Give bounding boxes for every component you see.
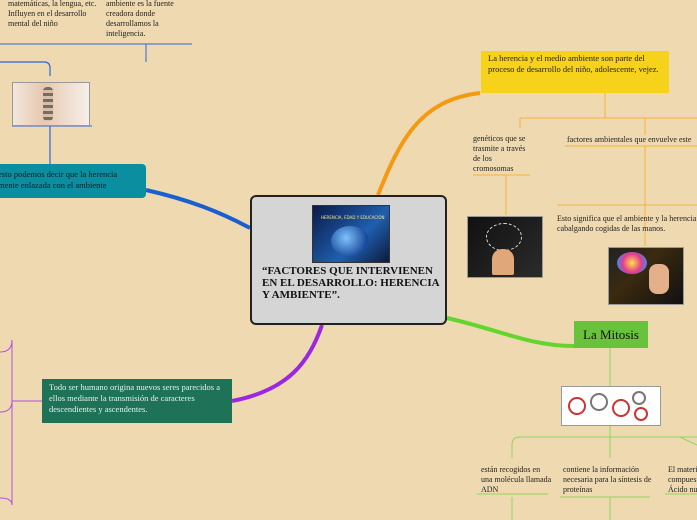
cell-icon-2 xyxy=(590,393,608,411)
light-burst-icon xyxy=(617,252,647,274)
top-left-text-1: matemáticas, la lengua, etc. Influyen en… xyxy=(8,0,97,28)
globe-icon xyxy=(331,226,369,256)
central-image: HERENCIA, EDAD Y EDUCACIÓN xyxy=(312,205,390,263)
child-colors-image[interactable] xyxy=(608,247,684,305)
teal-node[interactable]: esto podemos decir que la herencia mente… xyxy=(0,164,146,198)
env-meaning-text: Esto significa que el ambiente y la here… xyxy=(557,214,697,233)
face-dna-image[interactable] xyxy=(12,82,90,126)
dna-strand-icon xyxy=(43,87,53,121)
adn-text: están recogidos en una molécula llamada … xyxy=(481,465,552,494)
child-face-icon-2 xyxy=(649,264,669,294)
mitosis-node[interactable]: La Mitosis xyxy=(574,321,648,348)
genetic-text: genéticos que se trasmite a través de lo… xyxy=(473,134,526,173)
env-factors-text: factores ambientales que envuelve este xyxy=(567,135,692,144)
central-image-caption: HERENCIA, EDAD Y EDUCACIÓN xyxy=(321,215,385,220)
child-face-icon xyxy=(492,249,514,275)
child-brain-image[interactable] xyxy=(467,216,543,278)
cell-icon-1 xyxy=(568,397,586,415)
protein-text: contiene la información necesaria para l… xyxy=(563,465,652,494)
cell-icon-3 xyxy=(612,399,630,417)
heritage-environment-node[interactable]: La herencia y el medio ambiente son part… xyxy=(481,51,669,93)
central-title: “FACTORES QUE INTERVIENEN EN EL DESARROL… xyxy=(262,265,439,301)
cell-icon-4 xyxy=(632,391,646,405)
top-left-text-2: ambiente es la fuente creadora donde des… xyxy=(106,0,174,38)
central-topic[interactable]: HERENCIA, EDAD Y EDUCACIÓN “FACTORES QUE… xyxy=(250,195,447,325)
brain-icon xyxy=(486,223,522,251)
cell-icon-5 xyxy=(634,407,648,421)
material-text: El material compuesto Ácido nu xyxy=(668,465,697,494)
heredity-node[interactable]: Todo ser humano origina nuevos seres par… xyxy=(42,379,232,423)
mitosis-diagram-image[interactable] xyxy=(561,386,661,426)
